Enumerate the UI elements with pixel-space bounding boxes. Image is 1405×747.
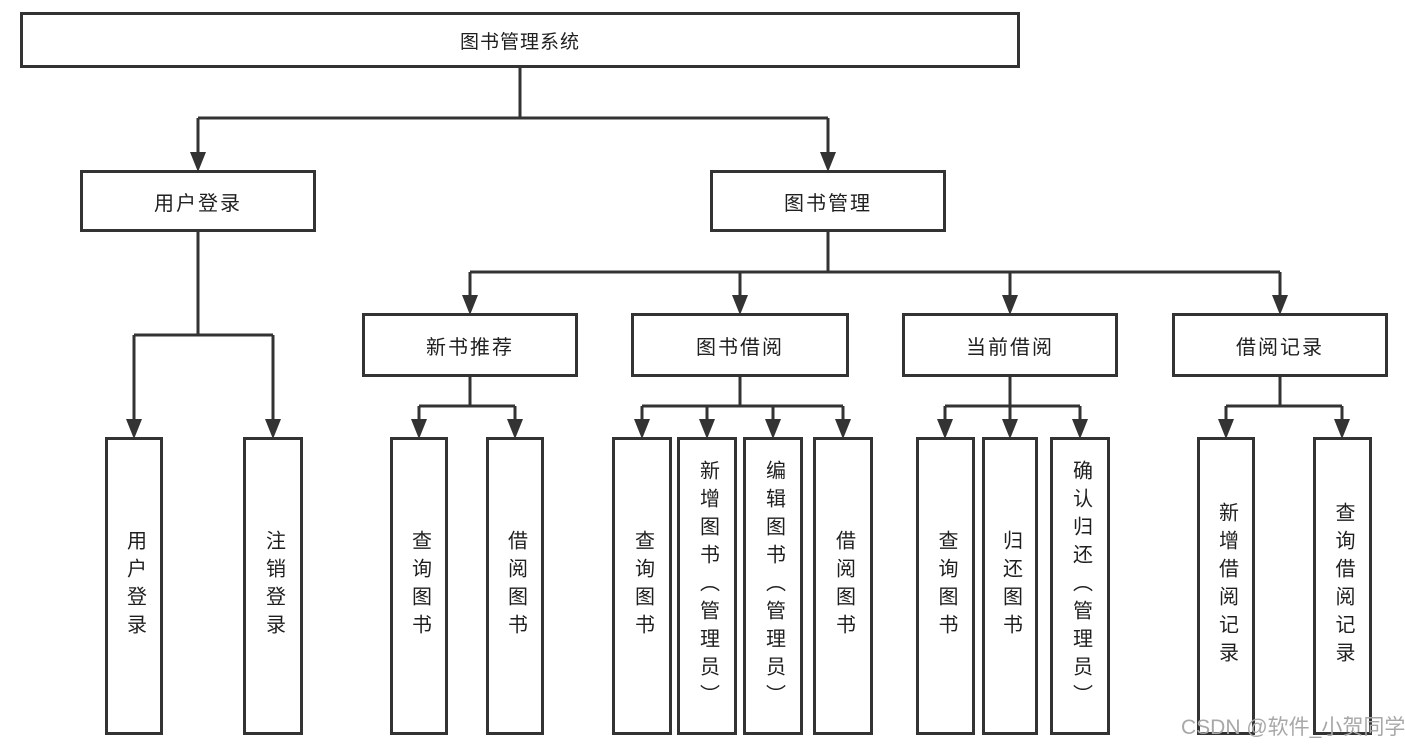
node-new-book-recommend-label: 新书推荐 [426,336,514,359]
leaf-bb-borrow-books: 借阅图书 [813,437,873,735]
leaf-bb-add-book-admin-label: 新增图书（管理员） [696,460,719,712]
arrowhead-to-new-book-recommend [462,295,478,315]
leaf-br-query-record-label: 查询借阅记录 [1332,502,1354,670]
leaf-user-login-label: 用户登录 [123,530,146,642]
arrowhead-to-leaf-cb-return-books [1002,419,1018,439]
connector-new-book-recommend-to-leaves [417,377,517,421]
node-new-book-recommend: 新书推荐 [362,313,578,377]
connector-book-management-to-level3 [468,232,1282,297]
leaf-user-login: 用户登录 [105,437,163,735]
node-book-management: 图书管理 [710,170,946,232]
arrowhead-to-leaf-br-query-record [1334,419,1350,439]
node-borrow-records-label: 借阅记录 [1236,336,1324,359]
arrowhead-to-user-login [190,152,206,172]
leaf-logout: 注销登录 [243,437,303,735]
node-book-management-label: 图书管理 [784,192,872,215]
leaf-cb-confirm-return-admin-label: 确认归还（管理员） [1069,460,1092,712]
arrowhead-to-leaf-bb-borrow-books [835,419,851,439]
arrowhead-to-leaf-nb-query-books [411,419,427,439]
arrowhead-to-leaf-bb-query-books [634,419,650,439]
node-book-borrow: 图书借阅 [631,313,849,377]
node-book-borrow-label: 图书借阅 [696,336,784,359]
leaf-cb-return-books-label: 归还图书 [999,530,1022,642]
connector-root-to-level2 [196,68,830,154]
arrowhead-to-leaf-cb-query-books [937,419,953,439]
node-user-login: 用户登录 [80,170,316,232]
leaf-cb-query-books: 查询图书 [916,437,975,735]
leaf-bb-edit-book-admin-label: 编辑图书（管理员） [762,460,785,712]
leaf-bb-add-book-admin: 新增图书（管理员） [677,437,737,735]
arrowhead-to-leaf-logout [265,419,281,439]
leaf-bb-query-books: 查询图书 [612,437,672,735]
arrowhead-to-leaf-user-login [126,419,142,439]
arrowhead-to-book-borrow [732,295,748,315]
arrowhead-to-leaf-bb-edit-book-admin [765,419,781,439]
leaf-bb-edit-book-admin: 编辑图书（管理员） [743,437,803,735]
leaf-br-query-record: 查询借阅记录 [1313,437,1372,735]
leaf-br-add-record-label: 新增借阅记录 [1215,502,1238,670]
node-user-login-label: 用户登录 [154,192,242,215]
leaf-nb-borrow-books-label: 借阅图书 [504,530,527,642]
node-current-borrow: 当前借阅 [902,313,1118,377]
arrowhead-to-book-management [820,152,836,172]
leaf-nb-borrow-books: 借阅图书 [486,437,544,735]
arrowhead-to-leaf-br-add-record [1218,419,1234,439]
leaf-cb-confirm-return-admin: 确认归还（管理员） [1050,437,1110,735]
watermark: CSDN @软件_小贺同学 [1181,716,1405,739]
connector-borrow-records-to-leaves [1224,377,1344,421]
leaf-nb-query-books: 查询图书 [390,437,448,735]
leaf-logout-label: 注销登录 [262,530,285,642]
node-borrow-records: 借阅记录 [1172,313,1388,377]
connector-user-login-to-leaves [132,232,275,421]
leaf-cb-query-books-label: 查询图书 [935,530,957,642]
arrowhead-to-leaf-nb-borrow-books [507,419,523,439]
leaf-nb-query-books-label: 查询图书 [408,530,431,642]
arrowhead-to-leaf-bb-add-book-admin [699,419,715,439]
node-current-borrow-label: 当前借阅 [966,336,1054,359]
arrowhead-to-borrow-records [1272,295,1288,315]
node-root-label: 图书管理系统 [459,31,580,53]
leaf-br-add-record: 新增借阅记录 [1197,437,1255,735]
arrowhead-to-leaf-cb-confirm-return-admin [1072,419,1088,439]
connector-current-borrow-to-leaves [943,377,1082,421]
leaf-bb-query-books-label: 查询图书 [631,530,654,642]
leaf-cb-return-books: 归还图书 [982,437,1038,735]
node-root: 图书管理系统 [20,12,1020,68]
leaf-bb-borrow-books-label: 借阅图书 [832,530,855,642]
connector-book-borrow-to-leaves [640,377,845,421]
arrowhead-to-current-borrow [1002,295,1018,315]
